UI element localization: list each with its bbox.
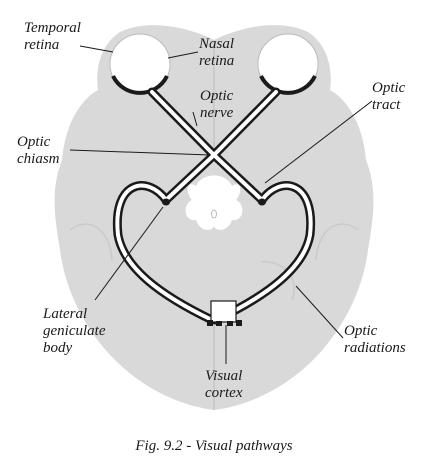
label-nasal-retina-line2: retina <box>199 53 235 69</box>
midbrain <box>185 175 243 230</box>
cerebral-aqueduct <box>211 209 217 219</box>
figure-caption: Fig. 9.2 - Visual pathways <box>135 438 293 454</box>
label-optic-chiasm: Optic chiasm <box>17 134 60 168</box>
left-eye <box>109 33 171 95</box>
label-temporal-retina-line2: retina <box>24 37 60 53</box>
label-nasal-retina-line1: Nasal <box>199 36 235 52</box>
label-visual-cortex: Visual cortex <box>205 368 242 402</box>
leader-nasal-retina <box>167 51 199 59</box>
right-eye <box>257 33 319 95</box>
label-optic-chiasm-line2: chiasm <box>17 151 60 167</box>
lateral-geniculate-body-right <box>258 198 266 206</box>
label-nasal-retina: Nasal retina <box>199 36 234 70</box>
label-optic-nerve-line2: nerve <box>200 105 234 121</box>
lateral-geniculate-body-left <box>162 198 170 206</box>
label-temporal-retina-line1: Temporal <box>24 20 81 36</box>
visual-pathway <box>112 87 316 325</box>
leader-optic-nerve <box>192 111 198 127</box>
label-optic-tract-line2: tract <box>372 97 401 113</box>
visual-cortex-box <box>210 300 237 323</box>
label-optic-nerve: Optic nerve <box>200 88 233 122</box>
leader-optic-chiasm <box>69 149 211 156</box>
left-retina <box>111 75 169 95</box>
temporal-lobe-left <box>69 223 113 261</box>
label-optic-nerve-line1: Optic <box>200 88 234 104</box>
leader-lines <box>69 45 373 364</box>
label-optic-radiations-line2: radiations <box>344 340 406 356</box>
label-visual-cortex-line2: cortex <box>205 385 243 401</box>
leader-temporal-retina <box>79 45 114 53</box>
label-lateral-geniculate-line3: body <box>43 340 73 356</box>
label-optic-radiations-line1: Optic <box>344 323 378 339</box>
leader-optic-tract <box>264 100 373 184</box>
right-retina <box>259 75 317 95</box>
label-lateral-geniculate-body: Lateral geniculate body <box>43 306 105 357</box>
label-lateral-geniculate-line2: geniculate <box>43 323 106 339</box>
visual-cortex-terminals <box>207 320 242 326</box>
label-optic-chiasm-line1: Optic <box>17 134 51 150</box>
label-optic-tract: Optic tract <box>372 80 405 114</box>
leader-optic-radiations <box>295 285 344 339</box>
temporal-lobe-right <box>315 223 359 261</box>
label-temporal-retina: Temporal retina <box>24 20 81 54</box>
leader-lateral-geniculate <box>94 206 164 301</box>
label-visual-cortex-line1: Visual <box>205 368 243 384</box>
label-optic-tract-line1: Optic <box>372 80 406 96</box>
label-optic-radiations: Optic radiations <box>344 323 406 357</box>
label-lateral-geniculate-line1: Lateral <box>43 306 88 322</box>
